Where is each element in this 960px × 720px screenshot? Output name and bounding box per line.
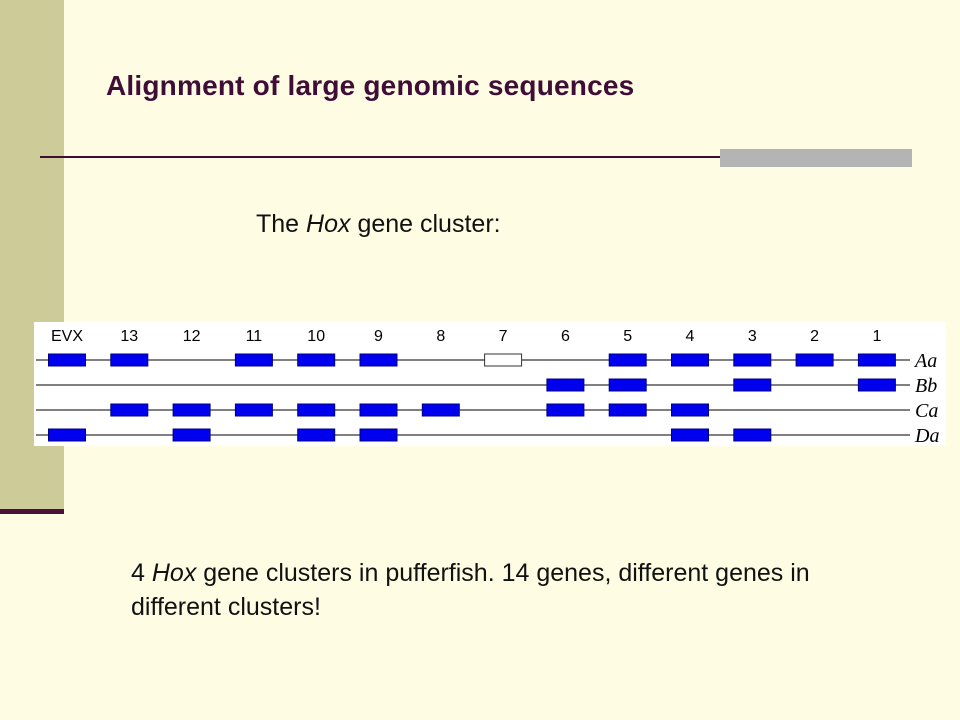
gene-box-3 [733,378,772,392]
gene-box-9 [359,403,398,417]
heading-text-end: gene cluster: [350,210,501,238]
cluster-row-bb: Bb [36,375,937,397]
cluster-name-aa: Aa [913,350,937,372]
sidebar-accent [0,509,64,514]
gene-box-10 [297,428,336,442]
gene-label-12: 12 [183,328,201,345]
gene-label-3: 3 [748,328,757,345]
gene-box-1 [857,378,896,392]
gene-label-9: 9 [374,328,383,345]
title-rule [40,156,912,158]
cluster-name-da: Da [914,425,939,446]
gene-box-13 [110,403,149,417]
title-rule-accent [720,149,912,167]
gene-box-5 [608,353,647,367]
gene-box-3 [733,353,772,367]
gene-box-8 [421,403,460,417]
gene-box-12 [172,403,211,417]
gene-box-10 [297,353,336,367]
caption-text-start: 4 [131,559,152,587]
diagram-heading: The Hox gene cluster: [256,210,501,239]
gene-box-5 [608,378,647,392]
pseudogene-box-7 [484,353,523,367]
gene-box-11 [234,403,273,417]
gene-box-5 [608,403,647,417]
gene-label-11: 11 [246,328,263,345]
gene-box-4 [671,353,709,367]
gene-box-6 [546,403,585,417]
cluster-row-ca: Ca [36,400,938,422]
gene-label-evx: EVX [51,328,83,345]
diagram-background [34,322,946,446]
gene-box-evx [48,353,86,367]
gene-label-8: 8 [436,328,445,345]
gene-box-2 [795,353,834,367]
gene-labels: EVX 13 12 11 10 9 8 7 6 5 4 3 2 1 [51,328,881,345]
gene-label-10: 10 [307,328,325,345]
gene-box-9 [359,353,398,367]
cluster-name-bb: Bb [915,375,937,397]
gene-box-11 [234,353,273,367]
gene-box-3 [733,428,772,442]
heading-text-start: The [256,210,307,238]
gene-label-5: 5 [623,328,632,345]
gene-label-4: 4 [686,328,695,345]
gene-box-6 [546,378,585,392]
gene-box-4 [671,428,709,442]
gene-box-4 [671,403,709,417]
cluster-row-da: Da [36,425,939,446]
gene-box-evx [48,428,86,442]
cluster-row-aa: Aa [36,350,937,372]
gene-box-13 [110,353,149,367]
gene-box-1 [857,353,896,367]
gene-label-6: 6 [561,328,570,345]
cluster-name-ca: Ca [915,400,938,422]
heading-hox-term: Hox [306,210,351,238]
gene-label-13: 13 [120,328,138,345]
slide-title: Alignment of large genomic sequences [106,70,635,101]
slide-caption: 4 Hox gene clusters in pufferfish. 14 ge… [131,556,891,624]
caption-hox-term: Hox [151,559,197,587]
gene-label-1: 1 [872,328,881,345]
gene-box-10 [297,403,336,417]
gene-label-2: 2 [810,328,819,345]
gene-box-9 [359,428,398,442]
gene-label-7: 7 [499,328,508,345]
gene-box-12 [172,428,211,442]
caption-text-end: gene clusters in pufferfish. 14 genes, d… [131,559,810,621]
